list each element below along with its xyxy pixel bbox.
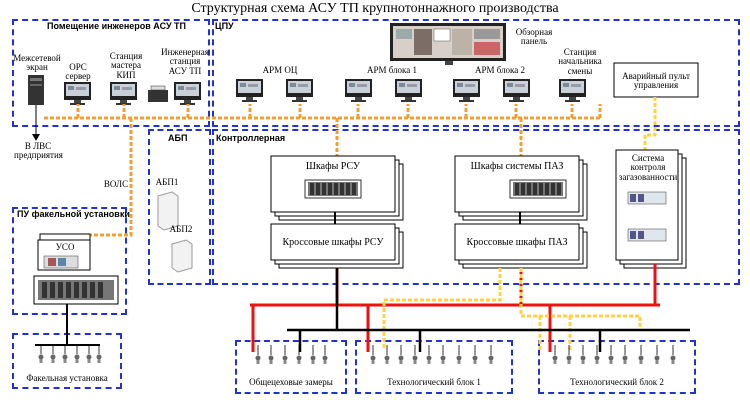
region-flare-control [12,207,127,315]
printer [148,85,168,102]
ups2-label: АБП2 [169,224,193,234]
uso-cabinet [37,233,91,271]
opc-server-label: OPC сервер [65,62,91,82]
arm-ots-label: АРМ ОЦ [262,65,298,75]
lan-label: В ЛВС предприятия [14,141,63,161]
flare-field-label: Факельная установка [26,373,108,383]
region-ups-label: АБП [168,133,188,143]
emergency-signal-lines [643,97,657,150]
gas-control-stack [615,149,687,269]
region-cpu [212,19,740,127]
region-controller-room [212,129,740,285]
region-engineers-room [12,19,210,127]
engineer-station-monitor [174,82,201,105]
common-measurements-label: Общецеховые замеры [249,377,333,387]
arm-block1-monitors [345,79,422,102]
power-bus [250,264,660,352]
gateway-device [28,75,44,105]
region-flare-control-label: ПУ факельной установки [17,209,130,219]
emergency-panel-box [613,62,699,98]
arm-block2-monitors [453,79,530,102]
rsu-cross-label: Кроссовые шкафы РСУ [282,237,384,248]
block1-sensors [370,344,494,365]
region-common-measurements [235,340,347,394]
vols-label: ВОЛС [103,179,129,189]
field-ethernet [382,268,642,350]
flare-sensors [38,343,102,364]
gateway-label: Межсетевой экран [13,53,61,73]
paz-cabinets-label: Шкафы системы ПАЗ [470,161,564,172]
region-ups [148,129,211,285]
tech-block-1-label: Технологический блок 1 [387,377,481,387]
ups-units [157,191,193,273]
paz-cross-stack [454,223,588,269]
paz-cross-label: Кроссовые шкафы ПАЗ [466,237,568,248]
paz-cabinets-stack [454,155,588,221]
uso-rack [33,275,119,305]
rsu-cross-stack [270,223,404,269]
arm-block2-label: АРМ блока 2 [474,65,526,75]
region-tech-block-2 [538,340,696,394]
tech-block-2-label: Технологический блок 2 [570,377,664,387]
shift-head-monitor [559,79,586,102]
diagram-title: Структурная схема АСУ ТП крупнотоннажног… [191,1,559,16]
rsu-cabinets-stack [270,155,404,221]
common-measurement-sensors [255,344,328,365]
region-cpu-label: ЦПУ [215,21,234,31]
arm-ots-monitors [236,79,313,102]
ups1-label: АБП1 [155,177,179,187]
arm-block1-label: АРМ блока 1 [366,65,418,75]
gas-control-label: Система контроля загазованности [618,153,678,182]
field-bus [287,268,690,352]
optical-network-lines [44,104,602,237]
opc-server-monitor [64,82,91,105]
uso-label: УСО [55,242,75,252]
overview-panel-label: Обзорная панель [515,27,553,47]
emergency-panel-label: Аварийный пульт управления [622,71,690,91]
kip-master-label: Станция мастера КИП [109,51,143,80]
region-controller-room-label: Контроллерная [216,133,286,143]
rsu-cabinets-label: Шкафы РСУ [305,161,361,172]
region-tech-block-1 [355,340,513,394]
overview-panel-screen [390,23,506,65]
shift-head-label: Станция начальника смены [558,47,602,76]
region-engineers-room-label: Помещение инженеров АСУ ТП [47,21,187,31]
kip-master-monitor [110,82,137,105]
engineer-station-label: Инженерная станция АСУ ТП [161,47,209,76]
